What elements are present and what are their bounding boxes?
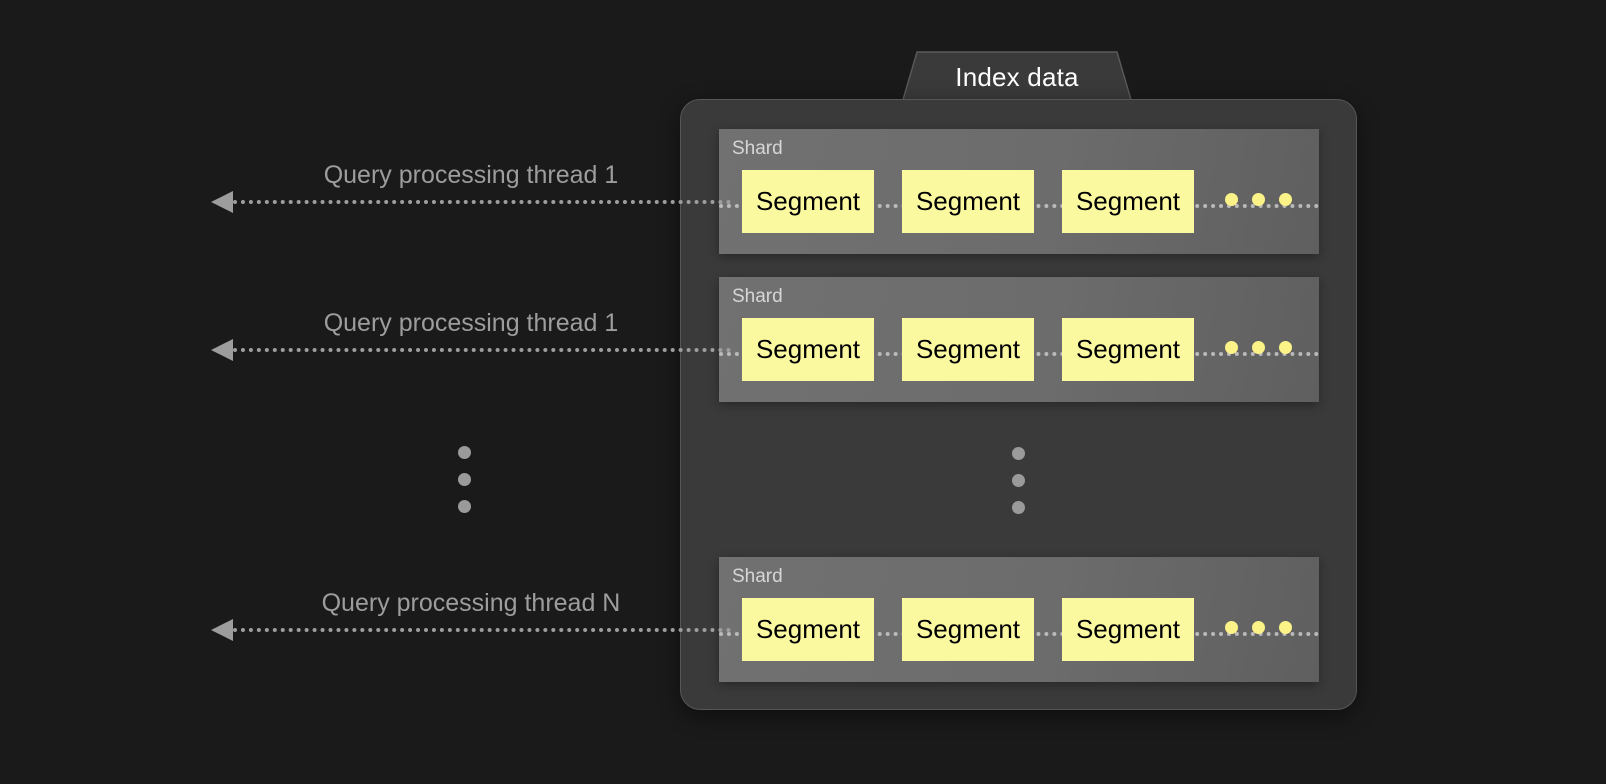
segment-ellipsis-dot [1279,621,1292,634]
segment-list: Segment Segment Segment [742,318,1194,381]
thread-ellipsis-dot [458,473,471,486]
shard-row[interactable]: Shard Segment Segment Segment [719,129,1319,254]
query-thread-arrow: Query processing thread N [211,588,731,648]
segment-ellipsis [1225,341,1292,354]
segment-box[interactable]: Segment [742,598,874,661]
segment-ellipsis-dot [1252,193,1265,206]
query-thread-line [233,348,731,356]
thread-ellipsis [458,446,471,513]
segment-ellipsis [1225,621,1292,634]
shard-ellipsis-dot [1012,474,1025,487]
segment-ellipsis-dot [1252,341,1265,354]
shard-label: Shard [732,286,783,307]
arrow-left-icon [211,619,233,641]
query-thread-label: Query processing thread 1 [323,309,619,337]
shard-row[interactable]: Shard Segment Segment Segment [719,557,1319,682]
shard-ellipsis-dot [1012,447,1025,460]
arrow-left-icon [211,191,233,213]
segment-ellipsis-dot [1252,621,1265,634]
segment-ellipsis-dot [1225,621,1238,634]
thread-ellipsis-dot [458,446,471,459]
query-thread-line [233,628,731,636]
query-thread-label: Query processing thread N [321,589,621,617]
query-thread-arrow: Query processing thread 1 [211,308,731,368]
segment-list: Segment Segment Segment [742,598,1194,661]
segment-box[interactable]: Segment [742,170,874,233]
shard-label: Shard [732,566,783,587]
shard-label: Shard [732,138,783,159]
query-thread-arrow: Query processing thread 1 [211,160,731,220]
segment-box[interactable]: Segment [1062,598,1194,661]
segment-box[interactable]: Segment [742,318,874,381]
shard-row[interactable]: Shard Segment Segment Segment [719,277,1319,402]
arrow-left-icon [211,339,233,361]
shard-ellipsis-dot [1012,501,1025,514]
segment-box[interactable]: Segment [902,598,1034,661]
segment-box[interactable]: Segment [902,170,1034,233]
query-thread-label: Query processing thread 1 [323,161,619,189]
segment-ellipsis-dot [1225,193,1238,206]
index-data-tab-label: Index data [955,62,1079,92]
segment-ellipsis-dot [1225,341,1238,354]
query-thread-line [233,200,731,208]
segment-list: Segment Segment Segment [742,170,1194,233]
segment-ellipsis-dot [1279,193,1292,206]
segment-box[interactable]: Segment [1062,318,1194,381]
index-data-tab: Index data [901,51,1133,104]
index-data-panel: Shard Segment Segment Segment Shard Segm… [680,99,1357,710]
segment-box[interactable]: Segment [1062,170,1194,233]
segment-ellipsis [1225,193,1292,206]
segment-ellipsis-dot [1279,341,1292,354]
thread-ellipsis-dot [458,500,471,513]
segment-box[interactable]: Segment [902,318,1034,381]
shard-ellipsis-inside [1012,447,1025,514]
